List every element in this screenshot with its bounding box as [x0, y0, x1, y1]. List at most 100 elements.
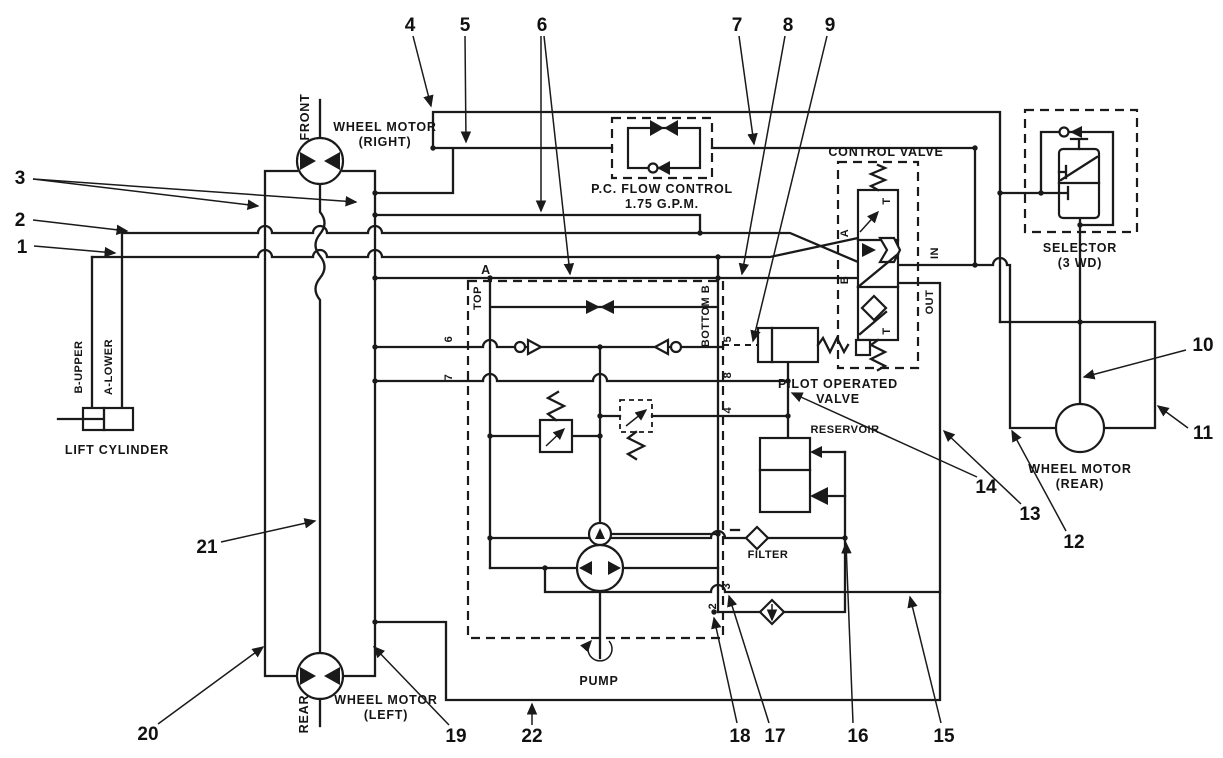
- wheel-motor-right-label-1: WHEEL MOTOR: [333, 120, 436, 134]
- pilot-valve-label-2: VALVE: [816, 392, 860, 406]
- reservoir: RESERVOIR: [758, 424, 879, 514]
- relief-valve-2: [619, 399, 653, 433]
- callout-9: 9: [750, 15, 836, 343]
- selector-boundary: [1023, 108, 1139, 234]
- pc-flow-control-label-2: 1.75 G.P.M.: [625, 197, 699, 211]
- control-valve-boundary: [836, 160, 920, 370]
- manifold-port-6: 6: [443, 336, 455, 343]
- manifold-boundary: [466, 279, 725, 640]
- wheel-motor-right-symbol: [295, 136, 345, 186]
- control-valve-title: CONTROL VALVE: [828, 145, 943, 159]
- selector-label-2: (3 WD): [1058, 256, 1102, 270]
- callout-7: 7: [732, 15, 758, 146]
- callout-5: 5: [460, 15, 472, 144]
- pump: PUMP: [575, 521, 625, 688]
- spring-bottom: [868, 338, 888, 372]
- b-upper-label: B-UPPER: [73, 340, 85, 393]
- reservoir-symbol: [758, 436, 812, 514]
- bus-a-lower: [120, 224, 860, 264]
- lift-cylinder-label: LIFT CYLINDER: [65, 443, 169, 457]
- control-valve-port-b: B: [839, 276, 851, 284]
- callout-13: 13: [942, 429, 1041, 525]
- callout-17-label: 17: [764, 726, 785, 747]
- callout-15-label: 15: [933, 726, 955, 747]
- pilot-valve-spring: [816, 335, 850, 355]
- callout-14: 14: [790, 392, 997, 498]
- callout-6: 6: [535, 15, 575, 276]
- pilot-valve-label-1: PILOT OPERATED: [778, 377, 898, 391]
- callout-21-label: 21: [196, 537, 218, 558]
- pump-label: PUMP: [579, 674, 618, 688]
- manifold-top-label: TOP: [472, 286, 484, 310]
- bottom-diamond: [758, 598, 786, 626]
- callout-12-label: 12: [1063, 532, 1084, 553]
- callout-19: 19: [372, 645, 467, 747]
- callout-11: 11: [1156, 405, 1214, 444]
- callout-8: 8: [738, 15, 794, 276]
- control-valve-port-out: OUT: [924, 290, 936, 315]
- bus-drain: [373, 213, 702, 235]
- pump-symbol: [575, 543, 625, 593]
- selector-label-1: SELECTOR: [1043, 241, 1117, 255]
- callout-16: 16: [841, 541, 869, 747]
- callout-1: 1: [17, 237, 117, 258]
- callout-8-label: 8: [783, 15, 794, 36]
- reservoir-label: RESERVOIR: [810, 424, 879, 436]
- control-valve-port-in: IN: [929, 247, 941, 259]
- manifold-port-4: 4: [722, 406, 734, 413]
- hose-line: [314, 182, 326, 655]
- callout-2: 2: [15, 210, 129, 235]
- selector-valve: SELECTOR (3 WD): [1023, 108, 1139, 270]
- manifold-port-3: 3: [721, 583, 733, 590]
- callout-20: 20: [137, 646, 265, 745]
- callout-12: 12: [1011, 429, 1085, 553]
- control-valve-port-t-bottom: T: [881, 327, 893, 334]
- control-valve-port-a: A: [839, 229, 851, 237]
- front-axis-label: FRONT: [298, 93, 312, 140]
- wheel-motor-left: REAR WHEEL MOTOR (LEFT): [295, 651, 437, 734]
- callout-14-label: 14: [975, 477, 997, 498]
- callout-22: 22: [521, 702, 543, 747]
- a-lower-label: A-LOWER: [103, 339, 115, 395]
- hydraulic-lines: [90, 110, 1157, 702]
- wheel-motor-left-label-2: (LEFT): [364, 708, 408, 722]
- wheel-motor-rear: WHEEL MOTOR (REAR): [1028, 402, 1131, 491]
- pc-flow-control-boundary: [610, 116, 714, 180]
- callout-17: 17: [727, 594, 786, 747]
- manifold-corner-a-label: A: [481, 263, 491, 277]
- callout-3: 3: [15, 168, 358, 210]
- manifold-port-5: 5: [722, 336, 734, 343]
- wheel-motor-right-label-2: (RIGHT): [359, 135, 412, 149]
- callout-6-label: 6: [537, 15, 548, 36]
- filter: FILTER: [729, 525, 789, 561]
- wheel-motor-rear-symbol: [1054, 402, 1106, 454]
- callout-9-label: 9: [825, 15, 836, 36]
- callout-21: 21: [196, 518, 317, 558]
- rotation-arrow: [580, 639, 613, 662]
- pc-flow-control-label-1: P.C. FLOW CONTROL: [591, 182, 733, 196]
- callouts: 1 2 3 4 5 6 7 8 9 10 11 12 13 14 15 16 1…: [15, 15, 1214, 747]
- callout-4: 4: [405, 15, 434, 108]
- lift-cylinder: B-UPPER A-LOWER LIFT CYLINDER: [56, 339, 169, 457]
- filter-label: FILTER: [748, 549, 789, 561]
- wheel-motor-rear-label-1: WHEEL MOTOR: [1028, 462, 1131, 476]
- callout-5-label: 5: [460, 15, 471, 36]
- control-valve-port-t-top: T: [881, 197, 893, 204]
- callout-11-label: 11: [1193, 423, 1214, 444]
- callout-16-label: 16: [847, 726, 868, 747]
- rear-axis-label: REAR: [297, 695, 311, 734]
- callout-18-label: 18: [729, 726, 750, 747]
- callout-4-label: 4: [405, 15, 416, 36]
- callout-19-label: 19: [445, 726, 466, 747]
- manifold-port-7: 7: [443, 374, 455, 381]
- pc-flow-control: P.C. FLOW CONTROL 1.75 G.P.M.: [591, 116, 733, 211]
- pilot-valve-symbol: [756, 326, 820, 364]
- callout-15: 15: [907, 595, 955, 747]
- wheel-motor-left-label-1: WHEEL MOTOR: [334, 693, 437, 707]
- callout-1-label: 1: [17, 237, 28, 258]
- pilot-operated-valve: PILOT OPERATED VALVE: [756, 326, 898, 406]
- wheel-motor-rear-label-2: (REAR): [1056, 477, 1105, 491]
- manifold-bottom-b-label: BOTTOM B: [700, 285, 712, 347]
